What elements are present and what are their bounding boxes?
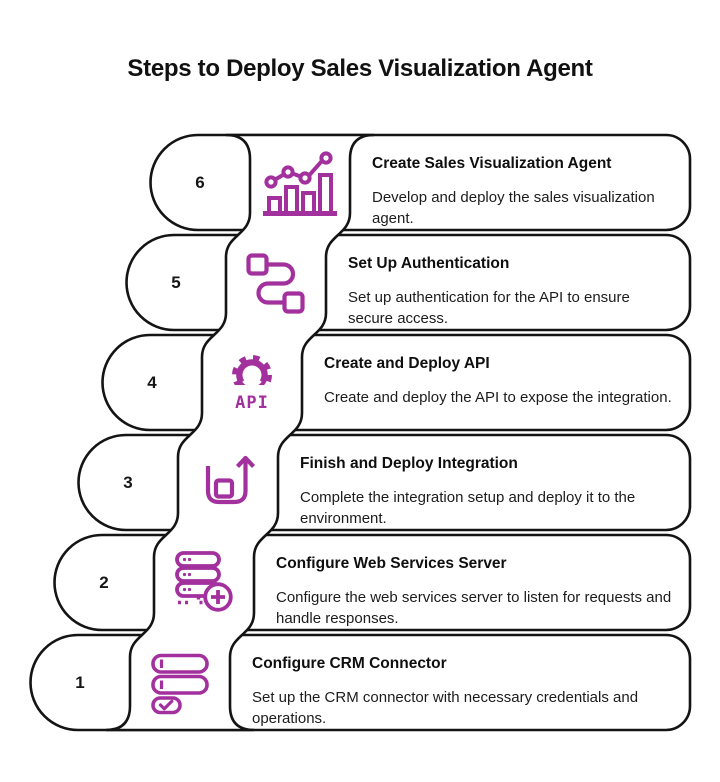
step-number: 5: [171, 273, 181, 292]
step-description: Develop and deploy the sales visualizati…: [372, 189, 655, 227]
step-number: 4: [147, 373, 157, 392]
page-title: Steps to Deploy Sales Visualization Agen…: [127, 55, 593, 82]
step-number: 1: [75, 673, 85, 692]
deploy-arrow-icon: [205, 455, 256, 505]
step-description: Set up authentication for the API to ens…: [348, 289, 630, 327]
step-description: Configure the web services server to lis…: [276, 589, 672, 627]
server-add-icon: [175, 551, 233, 612]
step-title: Create Sales Visualization Agent: [372, 155, 612, 172]
step-title: Create and Deploy API: [324, 355, 490, 372]
step-description: Complete the integration setup and deplo…: [300, 489, 636, 527]
crm-connector-icon: [151, 653, 209, 715]
workflow-connector-icon: [246, 253, 305, 314]
step-title: Finish and Deploy Integration: [300, 455, 518, 472]
step-number: 6: [195, 173, 205, 192]
step-description: Set up the CRM connector with necessary …: [252, 689, 639, 727]
step-title: Configure CRM Connector: [252, 655, 447, 672]
step-row-shape-4: [101, 333, 692, 432]
step-number: 2: [99, 573, 109, 592]
icon-band-shape: [105, 133, 375, 732]
bar-chart-trend-icon: [263, 151, 337, 216]
step-title: Set Up Authentication: [348, 255, 510, 272]
step-description: Create and deploy the API to expose the …: [324, 389, 672, 406]
api-gear-icon-label: API: [235, 393, 269, 413]
step-number: 3: [123, 473, 133, 492]
api-gear-icon: API: [222, 355, 282, 414]
step-title: Configure Web Services Server: [276, 555, 507, 572]
